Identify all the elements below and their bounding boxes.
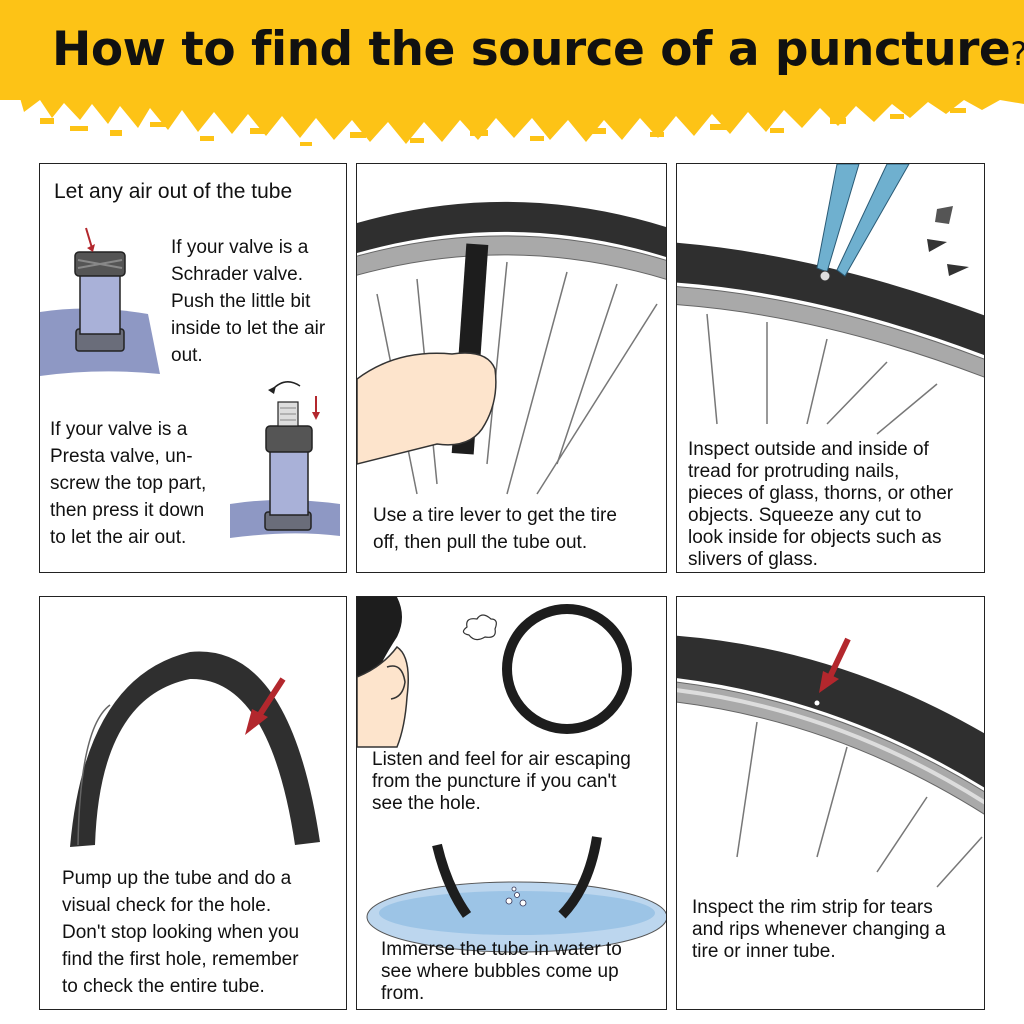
panel3-text: Inspect outside and inside of tread for …	[688, 439, 953, 571]
bubbles-icon	[505, 886, 527, 907]
text-line: then press it down	[50, 500, 205, 521]
rim-arrow-icon	[826, 637, 851, 681]
text-line: find the first hole, remember	[62, 949, 299, 970]
text-line: Use a tire lever to get the tire	[373, 505, 617, 526]
title-banner	[0, 0, 1024, 146]
tread-blocks	[40, 108, 966, 146]
text-line: off, then pull the tube out.	[373, 532, 588, 553]
tire-lever-illustration	[357, 201, 666, 495]
tire-icon	[357, 201, 666, 258]
text-line: slivers of glass.	[688, 549, 818, 570]
text-line: pieces of glass, thorns, or other	[688, 483, 954, 504]
text-line: to check the entire tube.	[62, 976, 265, 997]
panel-tire-lever: Use a tire lever to get the tire off, th…	[356, 163, 667, 573]
hand-icon	[357, 352, 497, 465]
listen-immerse-illustration	[357, 597, 666, 953]
air-puff-icon	[462, 614, 497, 641]
hole-marker-icon	[814, 700, 820, 706]
panel2-text: Use a tire lever to get the tire off, th…	[373, 502, 617, 556]
valve-illustrations	[40, 227, 340, 538]
text-line: from.	[381, 983, 425, 1004]
text-line: Pump up the tube and do a	[62, 868, 292, 889]
tire-icon	[70, 651, 320, 847]
text-line: to let the air out.	[50, 527, 187, 548]
inspect-tread-illustration	[677, 164, 984, 435]
spokes-icon	[736, 721, 983, 888]
presta-instructions: If your valve is a Presta valve, un- scr…	[50, 416, 206, 551]
nail-head-icon	[819, 270, 831, 282]
panel1-heading: Let any air out of the tube	[54, 180, 293, 203]
text-line: visual check for the hole.	[62, 895, 272, 916]
thorn-icon	[947, 264, 969, 276]
listen-text: Listen and feel for air escaping from th…	[372, 749, 631, 815]
tire-icon	[677, 635, 984, 788]
presta-valve-icon	[230, 381, 340, 538]
spokes-icon	[706, 313, 938, 435]
puncture-arrow-icon	[254, 677, 286, 721]
panel-let-air-out: Let any air out of the tube If your valv…	[39, 163, 347, 573]
head-ear-icon	[357, 597, 409, 748]
glass-shard-icon	[935, 206, 953, 224]
text-line: screw the top part,	[50, 473, 207, 494]
text-line: objects. Squeeze any cut to	[688, 505, 922, 526]
schrader-valve-icon	[40, 227, 160, 376]
text-line: Don't stop looking when you	[62, 922, 300, 943]
text-line: Inspect the rim strip for tears	[692, 897, 933, 918]
tweezers-icon	[816, 164, 910, 277]
panel-rim-strip: Inspect the rim strip for tears and rips…	[676, 596, 985, 1010]
text-line: If your valve is a	[50, 419, 188, 440]
schrader-instructions: If your valve is a Schrader valve. Push …	[171, 234, 325, 369]
tube-illustration	[70, 651, 320, 847]
panel6-text: Inspect the rim strip for tears and rips…	[692, 897, 946, 963]
text-line: look inside for objects such as	[688, 527, 942, 548]
panel-pump-check: Pump up the tube and do a visual check f…	[39, 596, 347, 1010]
text-line: and rips whenever changing a	[692, 919, 946, 940]
text-line: Presta valve, un-	[50, 446, 193, 467]
tire-track-pattern	[0, 98, 1024, 144]
panel-listen-immerse: Listen and feel for air escaping from th…	[356, 596, 667, 1010]
nail-icon	[927, 239, 947, 252]
inner-tube-icon	[502, 604, 632, 734]
text-line: If your valve is a	[171, 237, 309, 258]
tire-icon	[677, 242, 984, 356]
text-line: Inspect outside and inside of	[688, 439, 929, 460]
text-line: out.	[171, 345, 203, 366]
panel-inspect-tread: Inspect outside and inside of tread for …	[676, 163, 985, 573]
text-line: tread for protruding nails,	[688, 461, 900, 482]
text-line: tire or inner tube.	[692, 941, 836, 962]
immerse-text: Immerse the tube in water to see where b…	[381, 939, 622, 1005]
panel4-text: Pump up the tube and do a visual check f…	[62, 865, 299, 1000]
text-line: see the hole.	[372, 793, 481, 814]
text-line: Listen and feel for air escaping	[372, 749, 631, 770]
text-line: Schrader valve.	[171, 264, 304, 285]
text-line: Push the little bit	[171, 291, 311, 312]
banner-fill	[0, 0, 1024, 100]
text-line: from the puncture if you can't	[372, 771, 617, 792]
text-line: see where bubbles come up	[381, 961, 619, 982]
rim-strip-illustration	[677, 635, 984, 888]
page-title: How to find the source of a puncture?	[52, 22, 1024, 77]
text-line: Immerse the tube in water to	[381, 939, 622, 960]
text-line: inside to let the air	[171, 318, 326, 339]
